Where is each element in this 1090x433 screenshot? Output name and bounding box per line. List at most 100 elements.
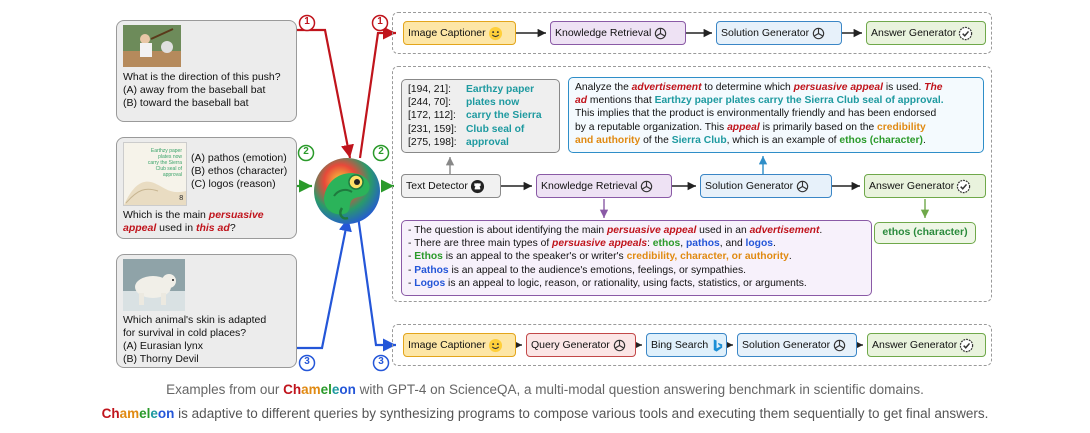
row3-answer-generator: Answer Generator bbox=[867, 333, 986, 357]
ad-text-2: plates now bbox=[158, 154, 182, 160]
sol-l5c: Sierra Club bbox=[671, 134, 727, 146]
sol-l1f: The bbox=[924, 82, 943, 93]
ad-text-3: carry the Sierra bbox=[147, 160, 182, 166]
q3-line-1: Which animal's skin is adapted bbox=[123, 314, 267, 326]
marker-right-1 bbox=[371, 14, 389, 32]
row1-image-captioner-label: Image Captioner bbox=[408, 27, 486, 39]
sol-l1d: persuasive appeal bbox=[793, 82, 883, 93]
final-answer-text: ethos (character) bbox=[882, 226, 968, 239]
github-icon bbox=[470, 179, 484, 193]
knowledge-output: - The question is about identifying the … bbox=[401, 220, 872, 296]
kr-k5c: is an appeal to logic, reason, or ration… bbox=[445, 277, 807, 289]
hugging-face-icon bbox=[488, 338, 502, 352]
verify-check-icon bbox=[959, 26, 973, 40]
program-1-container bbox=[392, 12, 992, 54]
q1-line-3: (B) toward the baseball bat bbox=[123, 97, 249, 109]
kr-k1d: advertisement bbox=[749, 225, 820, 236]
caption-l2-chameleon: Chameleon bbox=[101, 406, 175, 421]
q2-text-mid: used in bbox=[156, 222, 196, 234]
kr-k1c: used in an bbox=[696, 225, 750, 236]
q2-option-a: (A) pathos (emotion) bbox=[191, 152, 287, 164]
sol-l4a: by a reputable organization. This bbox=[575, 121, 728, 133]
kr-k2c: : bbox=[647, 238, 653, 250]
hugging-face-icon bbox=[488, 26, 502, 40]
q1-line-1: What is the direction of this push? bbox=[123, 71, 281, 83]
sol-l3: This implies that the product is environ… bbox=[575, 108, 937, 120]
kr-k2a: - There are three main types of bbox=[408, 238, 553, 250]
marker-left-1-label: 1 bbox=[304, 16, 310, 27]
row1-answer-generator: Answer Generator bbox=[866, 21, 986, 45]
kr-k2e: , bbox=[680, 238, 686, 250]
openai-icon bbox=[812, 27, 825, 39]
question-card-1: What is the direction of this push? (A) … bbox=[116, 20, 297, 122]
marker-right-2-label: 2 bbox=[378, 146, 384, 157]
row1-image-captioner: Image Captioner bbox=[403, 21, 516, 45]
sol-l4b: appeal bbox=[727, 121, 760, 133]
q2-text-end: ? bbox=[229, 222, 236, 234]
kr-k3b: Ethos bbox=[414, 251, 443, 263]
kr-k5a: - bbox=[408, 277, 415, 289]
program-3-container bbox=[392, 324, 992, 366]
row2-text-detector: Text Detector bbox=[401, 174, 501, 198]
marker-right-3 bbox=[372, 354, 390, 372]
program-2-container bbox=[392, 66, 992, 302]
q2-option-b: (B) ethos (character) bbox=[191, 165, 288, 177]
sol-l5d: , which is an example of bbox=[726, 134, 840, 146]
det-coord-5: [275, 198]: bbox=[408, 136, 457, 148]
sol-l5b: of the bbox=[640, 134, 672, 146]
question-card-2: 8 Earthzy paper plates now carry the Sie… bbox=[116, 137, 297, 239]
openai-icon bbox=[613, 339, 626, 351]
kr-k3e: . bbox=[788, 251, 792, 263]
row1-knowledge-retrieval-label: Knowledge Retrieval bbox=[555, 27, 652, 39]
ad-text-4: Club seal of bbox=[155, 166, 182, 172]
caption-line-1: Examples from our Chameleon with GPT-4 o… bbox=[0, 382, 1090, 397]
caption-line-2: Chameleon is adaptive to different queri… bbox=[0, 406, 1090, 421]
row3-query-generator-label: Query Generator bbox=[531, 339, 610, 351]
marker-left-3 bbox=[298, 354, 316, 372]
row2-solution-generator-label: Solution Generator bbox=[705, 180, 794, 192]
row3-bing-search: Bing Search bbox=[646, 333, 727, 357]
det-coord-3: [172, 112]: bbox=[408, 110, 456, 122]
row1-solution-generator: Solution Generator bbox=[716, 21, 842, 45]
kr-k5b: Logos bbox=[414, 277, 446, 289]
kr-k2b: persuasive appeals bbox=[552, 238, 648, 250]
kr-k1e: . bbox=[819, 225, 823, 236]
openai-icon bbox=[796, 180, 809, 192]
det-text-2: plates now bbox=[466, 97, 520, 109]
row3-image-captioner: Image Captioner bbox=[403, 333, 516, 357]
kr-k3d: credibility, character, or authority bbox=[626, 251, 789, 263]
arrow-q1-to-model bbox=[297, 28, 354, 159]
row2-knowledge-retrieval: Knowledge Retrieval bbox=[536, 174, 672, 198]
row3-bing-search-label: Bing Search bbox=[651, 339, 709, 351]
marker-right-1-label: 1 bbox=[377, 16, 383, 27]
sol-l1c: to determine which bbox=[701, 82, 794, 93]
det-coord-4: [231, 159]: bbox=[408, 123, 457, 135]
row2-text-detector-label: Text Detector bbox=[406, 180, 468, 192]
chameleon-logo bbox=[314, 158, 380, 224]
kr-k2g: , and bbox=[719, 238, 746, 250]
sol-l1e: is used. bbox=[882, 82, 925, 93]
openai-icon bbox=[641, 180, 653, 192]
sol-l5e: ethos (character) bbox=[839, 134, 923, 146]
q1-line-2: (A) away from the baseball bat bbox=[123, 84, 266, 96]
ad-text-1: Earthzy paper bbox=[150, 148, 182, 154]
kr-k2i: . bbox=[773, 238, 776, 250]
kr-k2d: ethos bbox=[652, 238, 681, 250]
sol-l4d: credibility bbox=[877, 121, 926, 133]
arrow-model-to-row3 bbox=[356, 215, 396, 352]
q3-line-4: (B) Thorny Devil bbox=[123, 353, 199, 365]
baseball-photo bbox=[123, 25, 181, 67]
det-text-1: Earthzy paper bbox=[466, 84, 535, 95]
det-coord-2: [244, 70]: bbox=[408, 97, 451, 109]
ad-thumbnail: 8 Earthzy paper plates now carry the Sie… bbox=[123, 142, 187, 206]
kr-k4a: - bbox=[408, 264, 415, 276]
q2-hl-this-ad: this ad bbox=[195, 222, 230, 234]
kr-k4b: Pathos bbox=[414, 264, 449, 276]
marker-left-1 bbox=[298, 14, 316, 32]
q2-text-pre: Which is the main bbox=[123, 209, 209, 221]
row3-answer-generator-label: Answer Generator bbox=[872, 339, 958, 351]
kr-k3a: - bbox=[408, 251, 415, 263]
final-answer: ethos (character) bbox=[874, 222, 976, 244]
sol-l4c: is primarily based on the bbox=[759, 121, 878, 133]
